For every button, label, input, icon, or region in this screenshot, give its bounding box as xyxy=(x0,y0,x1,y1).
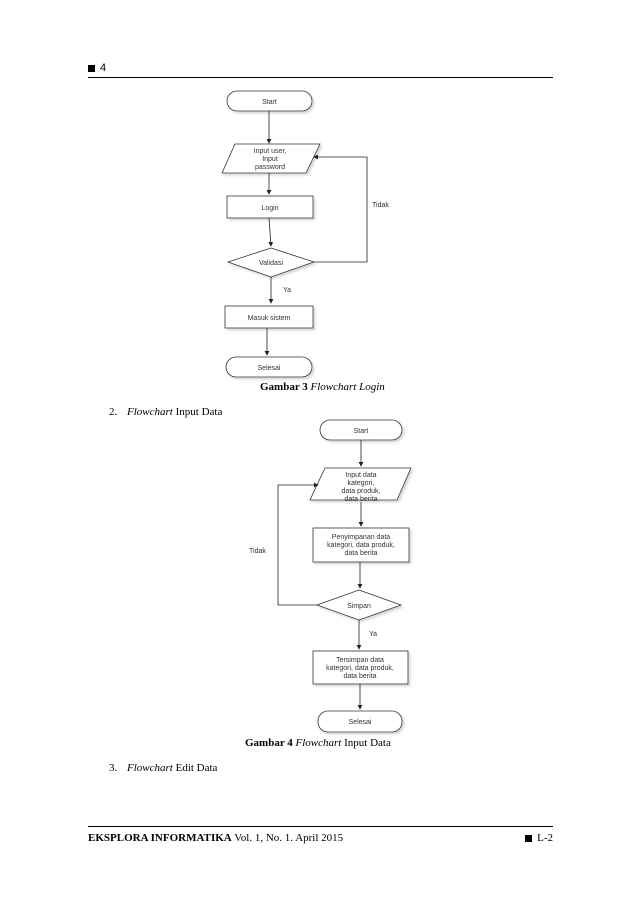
ya-label: Ya xyxy=(283,287,291,294)
selesai-terminator: Selesai xyxy=(225,356,313,378)
validasi-decision: Validasi xyxy=(226,247,316,278)
svg-text:kategori,: kategori, xyxy=(348,480,375,487)
figure-caption-3: Gambar 3 Flowchart Login xyxy=(260,381,385,393)
input-parallelogram: Input user, Input password xyxy=(221,143,321,174)
simpan-decision: Simpan xyxy=(315,589,403,621)
svg-text:Masuk sistem: Masuk sistem xyxy=(248,315,291,322)
svg-text:Simpan: Simpan xyxy=(347,603,371,610)
svg-text:data produk,: data produk, xyxy=(342,488,381,495)
tersimpan-process: Tersimpan data kategori, data produk, da… xyxy=(312,650,409,685)
svg-text:Input data: Input data xyxy=(345,472,376,479)
ya-label-2: Ya xyxy=(369,631,377,638)
svg-text:Login: Login xyxy=(261,205,278,212)
svg-text:data berita: data berita xyxy=(344,496,377,503)
header-rule xyxy=(88,77,553,78)
footer-page: L-2 xyxy=(525,832,553,844)
tidak-label-2: Tidak xyxy=(249,548,266,555)
selesai-terminator-2: Selesai xyxy=(317,710,403,733)
tidak-label: Tidak xyxy=(372,202,389,209)
svg-text:data berita: data berita xyxy=(343,673,376,680)
svg-text:Validasi: Validasi xyxy=(259,260,283,267)
input-data-parallelogram: Input data kategori, data produk, data b… xyxy=(309,467,412,503)
svg-text:Selesai: Selesai xyxy=(258,365,281,372)
tidak-loop-line-2 xyxy=(277,482,319,606)
svg-text:password: password xyxy=(255,164,285,171)
journal-citation: EKSPLORA INFORMATIKA Vol. 1, No. 1. Apri… xyxy=(88,832,344,844)
svg-text:Selesai: Selesai xyxy=(349,719,372,726)
start-terminator: Start xyxy=(226,90,313,112)
svg-text:Start: Start xyxy=(262,99,277,106)
masuk-sistem-process: Masuk sistem xyxy=(224,305,314,329)
svg-text:Penyimpanan data: Penyimpanan data xyxy=(332,534,390,541)
svg-text:Input user,: Input user, xyxy=(254,148,287,155)
svg-text:data berita: data berita xyxy=(344,550,377,557)
penyimpanan-process: Penyimpanan data kategori, data produk, … xyxy=(312,527,410,563)
login-process: Login xyxy=(226,195,314,219)
list-item-3: 3.Flowchart Edit Data xyxy=(109,762,218,774)
figure-caption-4: Gambar 4 Flowchart Input Data xyxy=(245,737,391,749)
svg-text:Start: Start xyxy=(354,428,369,435)
page-header: 4 xyxy=(88,62,106,74)
svg-text:Input: Input xyxy=(262,156,278,163)
svg-text:kategori, data produk,: kategori, data produk, xyxy=(327,542,395,549)
svg-text:kategori, data produk,: kategori, data produk, xyxy=(326,665,394,672)
square-bullet-icon xyxy=(88,64,95,72)
tidak-loop-line xyxy=(313,154,368,263)
page-footer: EKSPLORA INFORMATIKA Vol. 1, No. 1. Apri… xyxy=(88,832,553,844)
footer-rule xyxy=(88,826,553,827)
start-terminator-2: Start xyxy=(319,419,403,441)
svg-text:Tersimpan data: Tersimpan data xyxy=(336,657,384,664)
list-item-2: 2.Flowchart Input Data xyxy=(109,406,223,418)
page-number: 4 xyxy=(100,62,107,74)
square-bullet-icon xyxy=(525,834,533,842)
